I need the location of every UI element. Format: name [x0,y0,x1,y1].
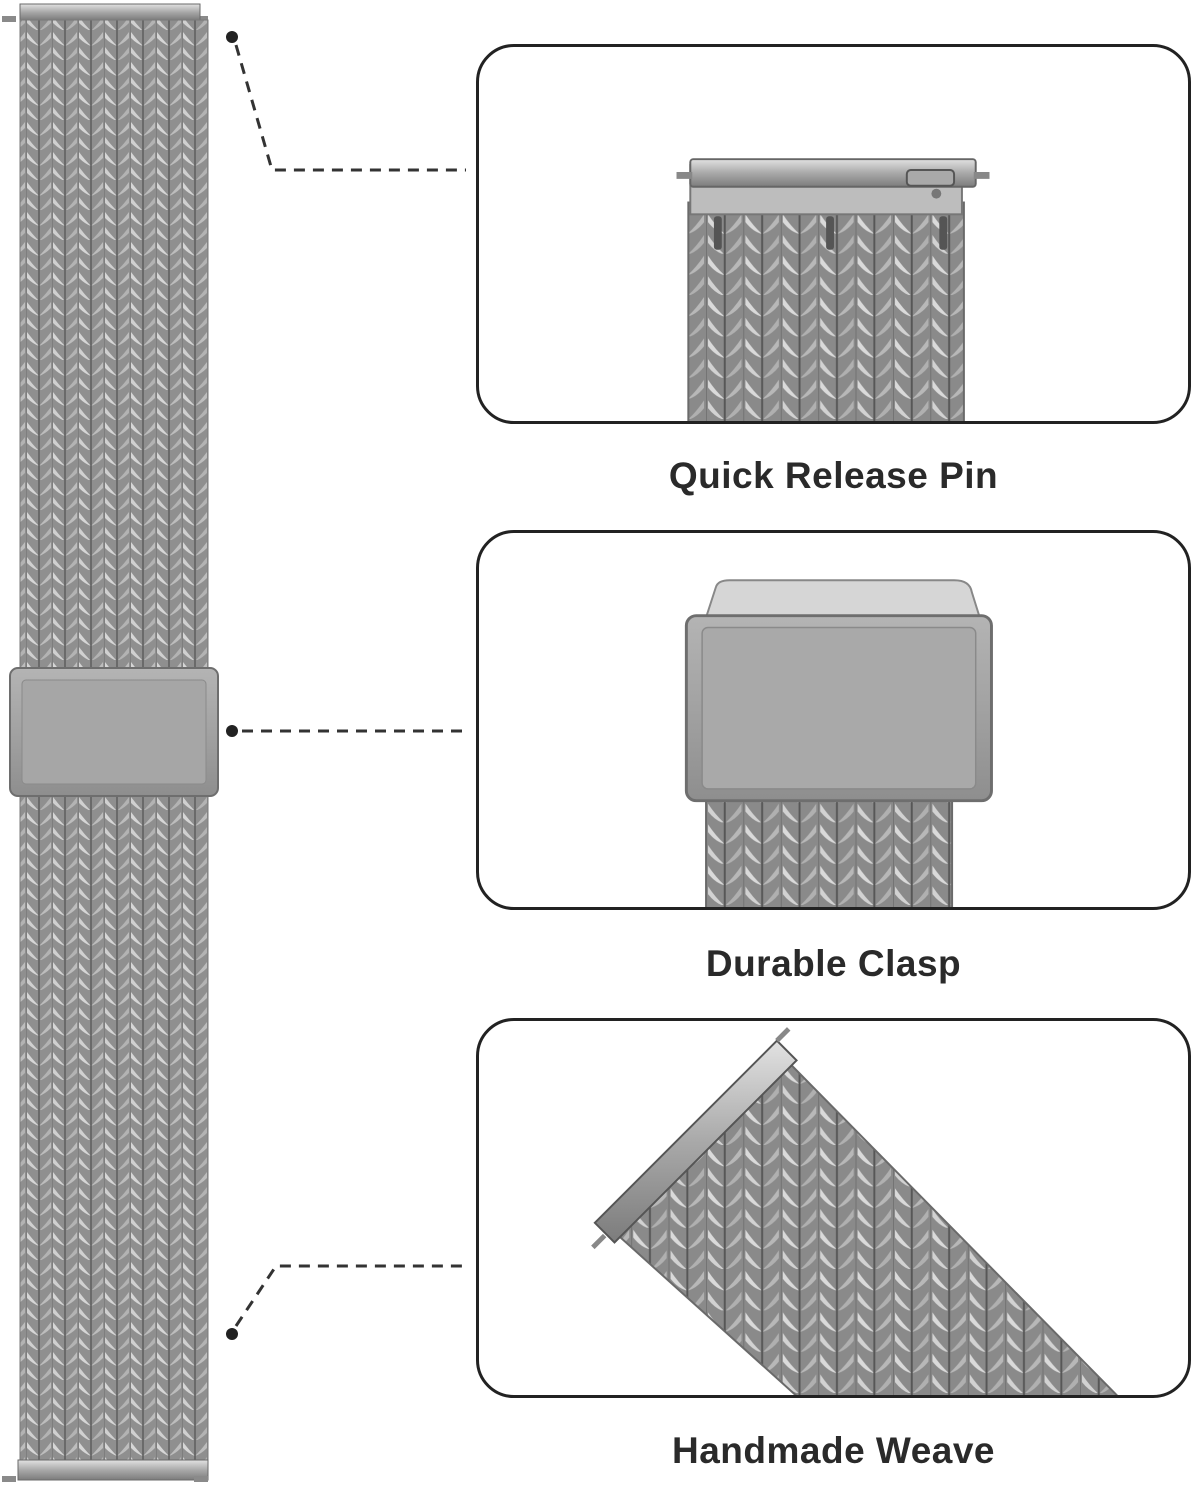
durable-clasp-image [684,579,993,907]
watch-strap-image [2,3,219,1482]
handmade-weave-caption: Handmade Weave [672,1430,995,1471]
durable-clasp-caption: Durable Clasp [705,943,962,984]
handmade-weave-image [591,1027,1118,1395]
quick-release-pin-caption: Quick Release Pin [668,455,999,496]
handmade-weave-panel [476,1018,1191,1398]
quick-release-pin-panel [476,44,1191,424]
quick-release-pin-image [676,158,990,421]
durable-clasp-panel [476,530,1191,910]
